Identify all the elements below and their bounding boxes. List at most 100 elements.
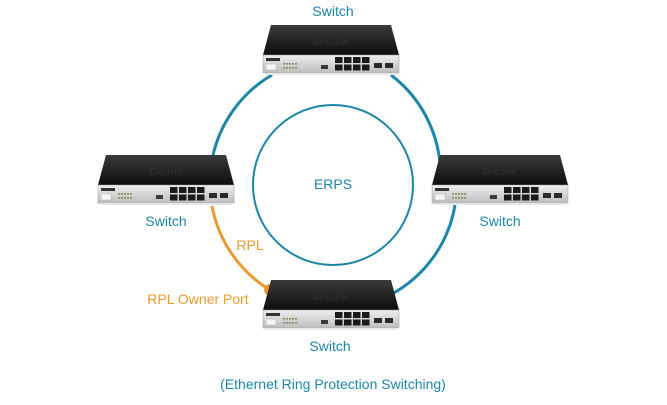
- switch-led: [455, 197, 457, 199]
- switch-sfp-port: [385, 318, 393, 323]
- switch-sfp-port: [385, 63, 393, 68]
- switch-led: [452, 197, 454, 199]
- switch-led: [130, 193, 132, 195]
- switch-led: [286, 318, 288, 320]
- switch-lid: [98, 155, 234, 185]
- switch-sfp-port: [374, 318, 382, 323]
- switch-console-port: [321, 320, 328, 324]
- switch-led: [130, 197, 132, 199]
- switch-rj45-port: [188, 187, 196, 193]
- switch-led: [461, 197, 463, 199]
- switch-rj45-port: [170, 194, 178, 201]
- switch-lid: [432, 155, 568, 185]
- switch-led: [464, 193, 466, 195]
- switch-rj45-port: [353, 319, 361, 326]
- switch-brand-logo: D-Link: [314, 291, 349, 303]
- switch-brand-plate: [266, 313, 280, 316]
- switch-led: [455, 193, 457, 195]
- switch-lid: [263, 280, 399, 310]
- switch-rj45-port: [335, 64, 343, 71]
- switch-led: [121, 197, 123, 199]
- switch-led: [124, 197, 126, 199]
- switch-left: D-Link: [97, 155, 235, 205]
- switch-sfp-port: [209, 193, 217, 198]
- switch-rj45-port: [335, 319, 343, 326]
- switch-rj45-port: [353, 64, 361, 71]
- switch-lid: [263, 25, 399, 55]
- switch-shadow: [265, 328, 397, 330]
- switch-led: [283, 322, 285, 324]
- ring-link-right-bottom: [389, 204, 457, 297]
- switch-top-label: Switch: [312, 3, 354, 19]
- switch-led: [292, 63, 294, 65]
- switch-sticker: [265, 318, 277, 326]
- switch-brand-logo: D-Link: [483, 166, 518, 178]
- switch-sfp-port: [554, 193, 562, 198]
- switch-rj45-port: [362, 312, 370, 318]
- rpl-link-left-bottom: [210, 205, 271, 292]
- switch-led: [295, 67, 297, 69]
- switch-led: [283, 63, 285, 65]
- switch-rj45-port: [179, 187, 187, 193]
- erps-inner-circle: [252, 104, 414, 266]
- switch-left-label: Switch: [145, 213, 187, 229]
- switch-rj45-port: [344, 319, 352, 326]
- switch-rj45-port: [188, 194, 196, 201]
- switch-rj45-port: [344, 64, 352, 71]
- switch-sticker: [100, 193, 112, 201]
- switch-led: [289, 318, 291, 320]
- switch-led: [452, 193, 454, 195]
- switch-top: D-Link: [262, 25, 400, 75]
- switch-led: [286, 322, 288, 324]
- rpl-label: RPL: [236, 237, 264, 253]
- switch-led: [289, 67, 291, 69]
- switch-led: [124, 193, 126, 195]
- switch-led: [127, 193, 129, 195]
- switch-rj45-port: [344, 57, 352, 63]
- switch-led: [292, 318, 294, 320]
- switch-right-label: Switch: [479, 213, 521, 229]
- switch-rj45-port: [179, 194, 187, 201]
- switch-rj45-port: [197, 194, 205, 201]
- switch-led: [295, 318, 297, 320]
- switch-led: [289, 322, 291, 324]
- switch-right: D-Link: [431, 155, 569, 205]
- switch-brand-plate: [101, 188, 115, 191]
- switch-rj45-port: [353, 57, 361, 63]
- switch-brand-logo: D-Link: [149, 166, 184, 178]
- switch-led: [127, 197, 129, 199]
- switch-rj45-port: [362, 319, 370, 326]
- switch-rj45-port: [504, 187, 512, 193]
- switch-led: [289, 63, 291, 65]
- switch-led: [458, 197, 460, 199]
- switch-console-port: [490, 195, 497, 199]
- switch-rj45-port: [531, 187, 539, 193]
- switch-brand-logo: D-Link: [314, 36, 349, 48]
- switch-rj45-port: [362, 57, 370, 63]
- switch-rj45-port: [513, 187, 521, 193]
- switch-shadow: [265, 73, 397, 75]
- switch-rj45-port: [531, 194, 539, 201]
- switch-rj45-port: [335, 57, 343, 63]
- switch-sticker: [265, 63, 277, 71]
- switch-sfp-port: [374, 63, 382, 68]
- switch-shadow: [100, 203, 232, 205]
- switch-led: [292, 322, 294, 324]
- switch-led: [118, 197, 120, 199]
- diagram-caption: (Ethernet Ring Protection Switching): [220, 376, 446, 392]
- switch-rj45-port: [197, 187, 205, 193]
- erps-title: ERPS: [313, 176, 353, 192]
- switch-sticker: [434, 193, 446, 201]
- switch-led: [286, 63, 288, 65]
- switch-rj45-port: [344, 312, 352, 318]
- switch-led: [292, 67, 294, 69]
- switch-sfp-port: [220, 193, 228, 198]
- switch-led: [295, 63, 297, 65]
- rpl-owner-port-label: RPL Owner Port: [147, 291, 249, 307]
- switch-sfp-port: [543, 193, 551, 198]
- switch-rj45-port: [513, 194, 521, 201]
- switch-led: [464, 197, 466, 199]
- switch-rj45-port: [504, 194, 512, 201]
- switch-bottom: D-Link: [262, 280, 400, 330]
